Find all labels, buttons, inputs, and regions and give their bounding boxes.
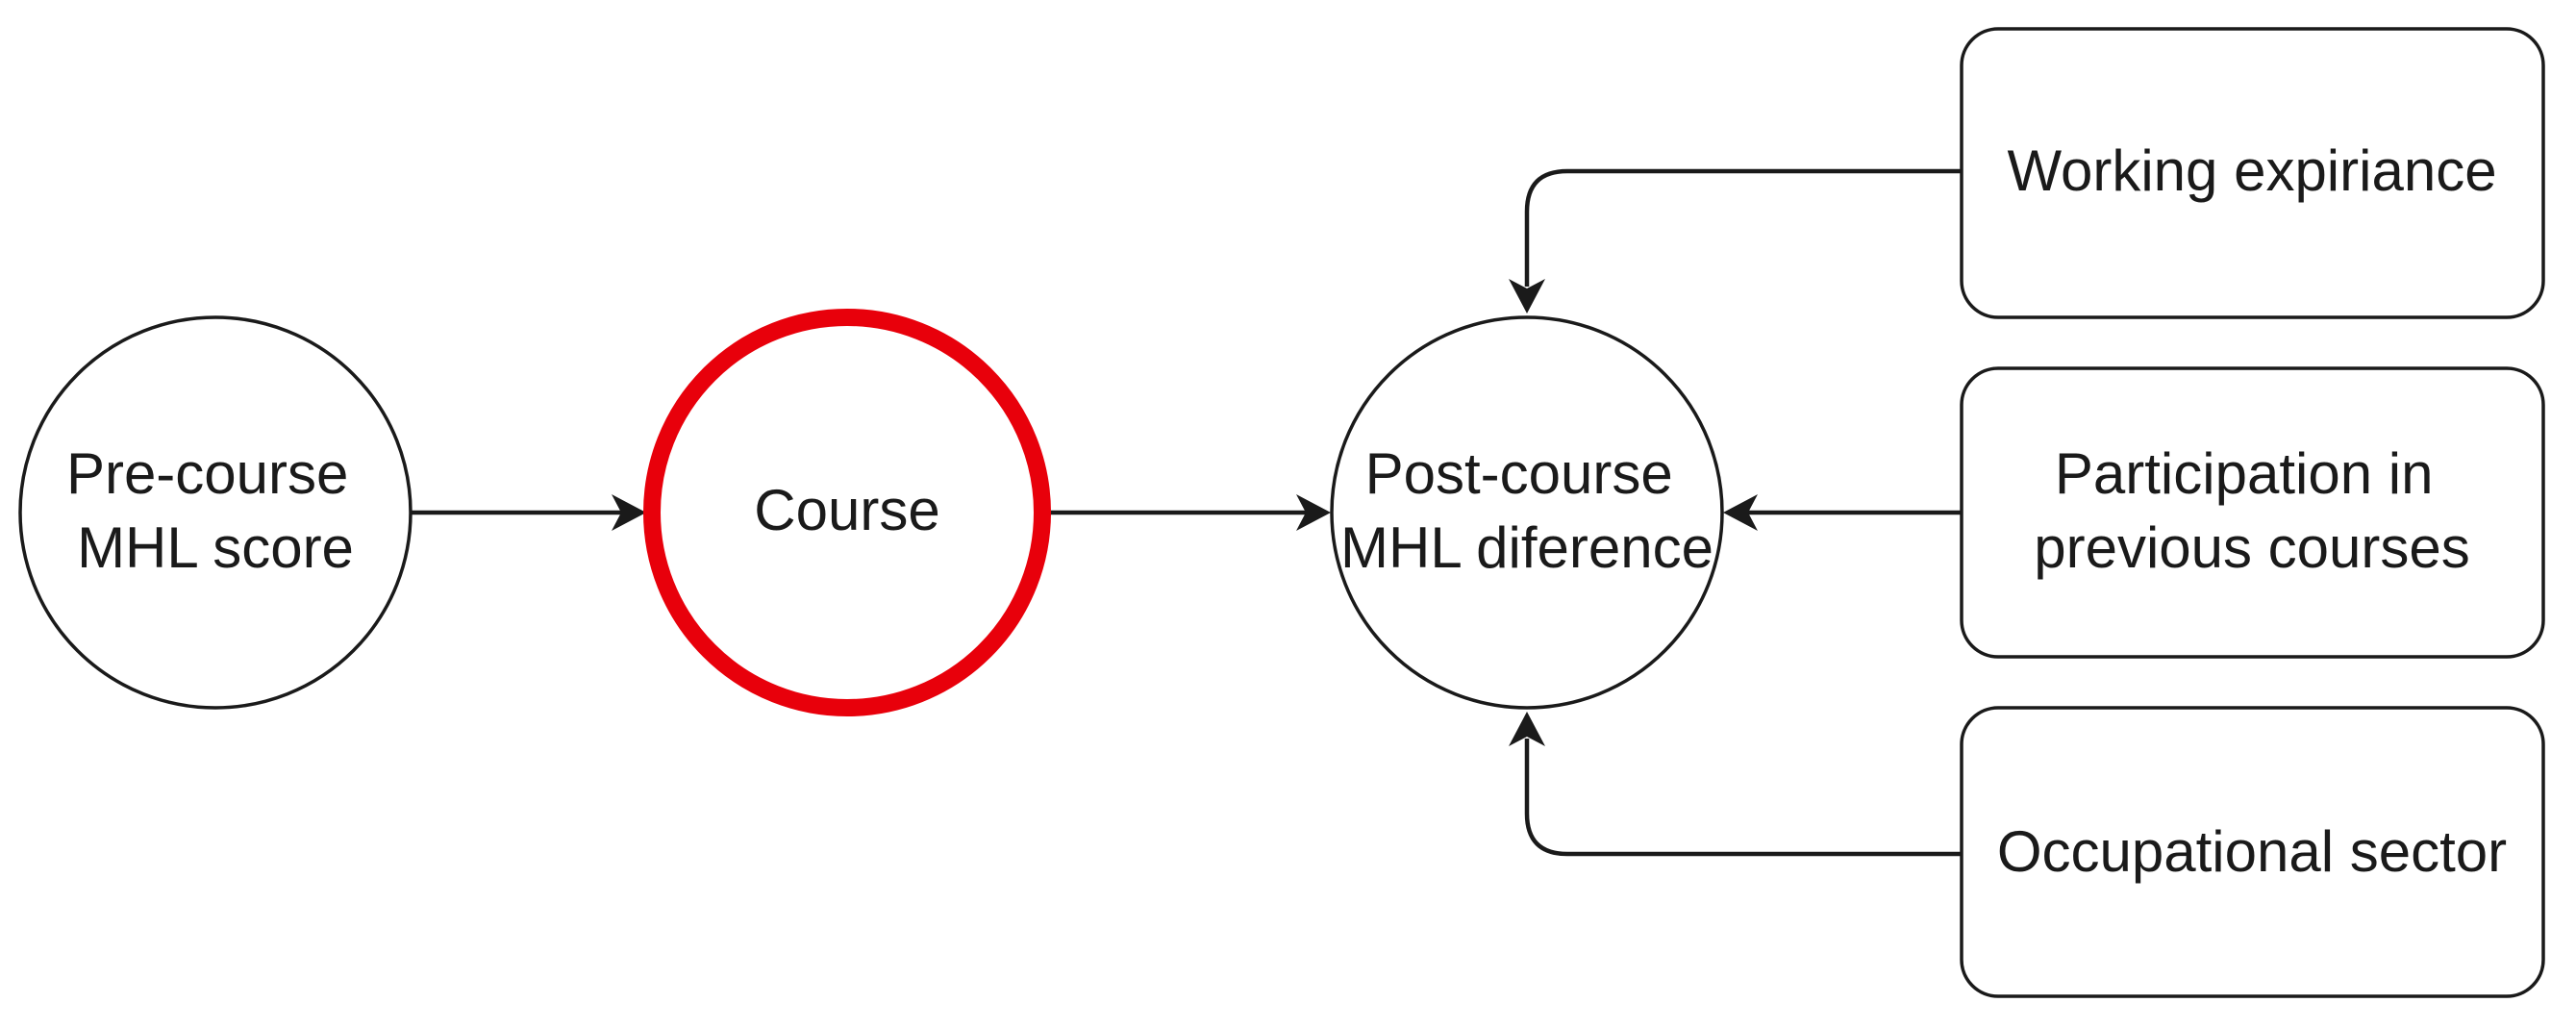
node-participation-label: Participation in previous courses <box>2034 441 2470 580</box>
node-course-line-1: Course <box>754 478 939 542</box>
edges <box>412 168 1962 857</box>
node-post-course-mhl-difference: Post-course MHL diference <box>1330 315 1724 710</box>
node-occupational-sector-box <box>1960 706 2545 998</box>
node-post-course-circle <box>1330 315 1724 710</box>
node-participation-box <box>1960 366 2545 659</box>
node-course: Course <box>643 309 1051 716</box>
arrowhead-post-course-right <box>1723 494 1758 531</box>
node-occupational-sector: Occupational sector <box>1960 706 2545 998</box>
node-post-course-label: Post-course MHL diference <box>1340 441 1713 580</box>
edge-working-experience-to-post-course <box>1524 168 1962 287</box>
node-course-label: Course <box>754 478 939 542</box>
node-working-experience-box <box>1960 27 2545 319</box>
arrowhead-course <box>612 494 646 531</box>
node-participation-previous-courses: Participation in previous courses <box>1960 366 2545 659</box>
node-occupational-sector-line-1: Occupational sector <box>1997 819 2507 884</box>
node-post-course-line-2: MHL diference <box>1340 515 1713 580</box>
node-pre-course-circle <box>18 315 413 710</box>
node-pre-course-line-2: MHL score <box>77 515 354 580</box>
node-post-course-line-1: Post-course <box>1365 441 1673 506</box>
arrowhead-post-course-bottom <box>1509 712 1545 746</box>
node-pre-course-mhl-score: Pre-course MHL score <box>18 315 413 710</box>
arrowhead-post-course-left <box>1296 494 1331 531</box>
node-working-experience-line-1: Working expiriance <box>2007 138 2496 203</box>
node-participation-line-1: Participation in <box>2055 441 2434 506</box>
node-occupational-sector-label: Occupational sector <box>1997 819 2507 884</box>
edge-occupational-sector-to-post-course <box>1524 739 1962 857</box>
node-pre-course-label: Pre-course MHL score <box>66 441 364 580</box>
node-course-circle <box>643 309 1051 716</box>
node-working-experience-label: Working expiriance <box>2007 138 2496 203</box>
node-working-experience: Working expiriance <box>1960 27 2545 319</box>
node-participation-line-2: previous courses <box>2034 515 2470 580</box>
node-pre-course-line-1: Pre-course <box>66 441 348 506</box>
arrowhead-post-course-top <box>1509 279 1545 313</box>
